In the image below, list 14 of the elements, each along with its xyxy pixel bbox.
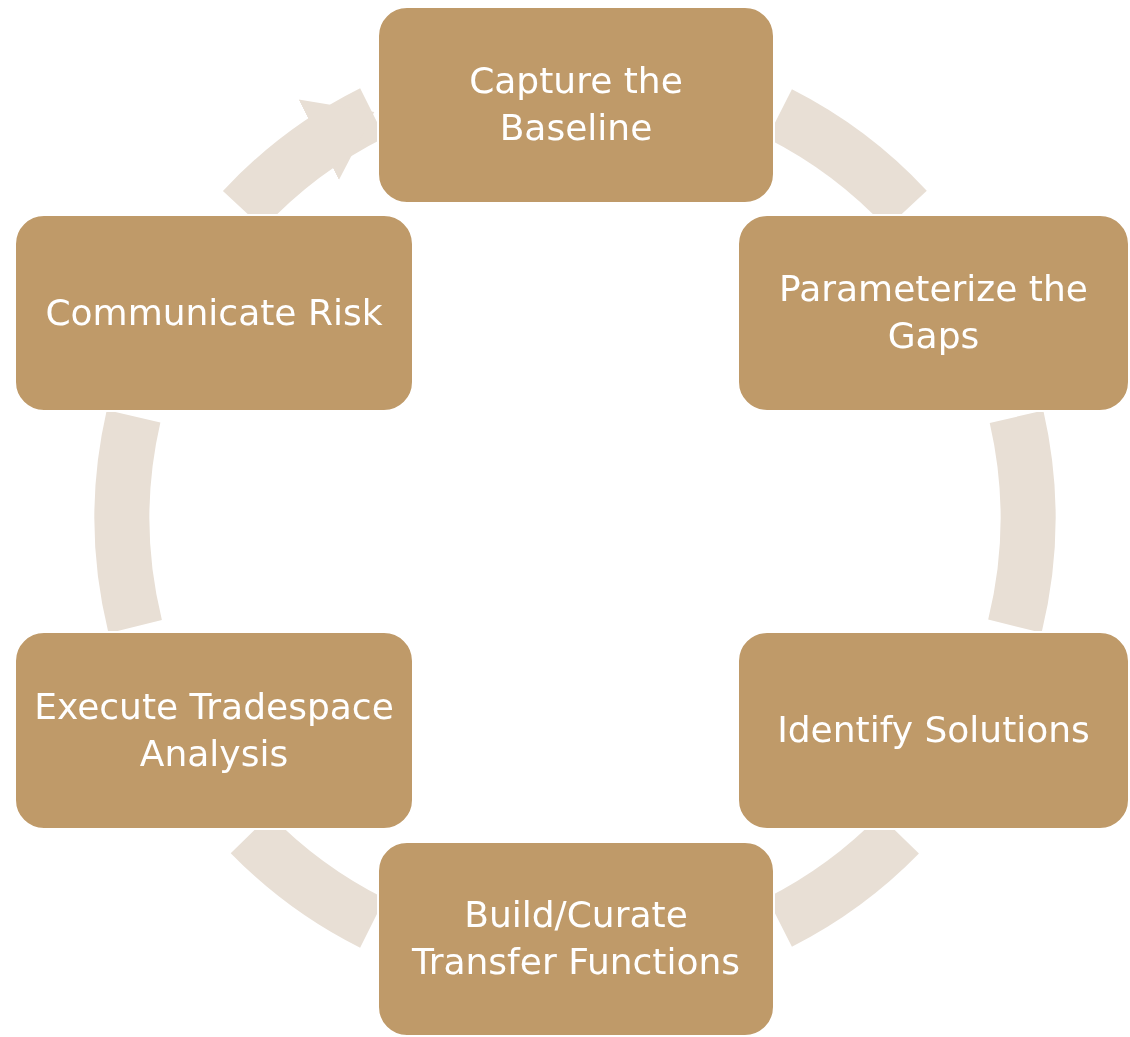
process-box (377, 6, 775, 204)
step-label: Parameterize the Gaps (778, 267, 1089, 358)
step-label: Communicate Risk (45, 290, 383, 335)
cycle-band (987, 412, 1056, 632)
process-box (737, 631, 1130, 830)
step-label: Capture the Baseline (468, 59, 684, 150)
process-box (377, 841, 775, 1037)
step-label: Build/Curate Transfer Functions (410, 893, 742, 984)
step-label: Execute Tradespace Analysis (33, 684, 395, 776)
step-label: Identify Solutions (777, 708, 1090, 753)
process-box (14, 214, 414, 412)
process-box (14, 631, 414, 830)
process-box (737, 214, 1130, 412)
cycle-band (94, 411, 163, 632)
